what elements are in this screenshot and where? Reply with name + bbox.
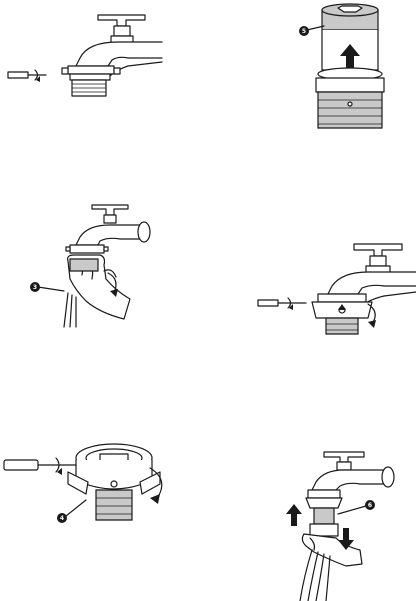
callout-badge: 4 — [57, 500, 86, 523]
panel-filter-removal: 5 — [280, 0, 416, 140]
filter-cap-icon — [322, 4, 378, 30]
adapter-icon — [68, 444, 160, 520]
callout-badge: 6 — [338, 500, 375, 514]
panel-hand-twist-adapter: 3 — [20, 195, 160, 335]
adapter-icon — [312, 294, 372, 334]
screwdriver-icon — [4, 458, 86, 475]
hand-icon — [68, 255, 130, 319]
screwdriver-icon — [8, 70, 46, 82]
callout-number: 5 — [302, 28, 306, 35]
faucet-handle-icon — [98, 15, 145, 44]
faucet-handle-icon — [92, 205, 128, 223]
panel-faucet-tighten-screws — [250, 230, 416, 350]
panel-hose-connection: 6 — [270, 440, 416, 601]
hand-icon — [302, 534, 362, 566]
callout-number: 3 — [33, 284, 37, 291]
callout-number: 6 — [368, 502, 372, 509]
faucet-handle-icon — [324, 452, 364, 470]
faucet-handle-icon — [354, 244, 402, 274]
hose-connector-icon — [310, 508, 338, 536]
faucet-spout-icon — [76, 225, 140, 245]
callout-badge: 5 — [299, 26, 324, 36]
adapter-base-icon — [316, 68, 384, 128]
panel-faucet-adapter-screws — [0, 0, 200, 110]
adapter-icon — [62, 66, 120, 96]
faucet-spout-icon — [312, 470, 386, 490]
faucet-spout-icon — [328, 272, 416, 294]
arrow-up-icon — [286, 504, 302, 526]
panel-adapter-screwdriver-topview: 4 — [0, 428, 180, 538]
faucet-spout-icon — [76, 42, 162, 66]
callout-number: 4 — [60, 515, 64, 522]
callout-badge: 3 — [30, 282, 64, 292]
screwdriver-icon — [258, 298, 306, 310]
